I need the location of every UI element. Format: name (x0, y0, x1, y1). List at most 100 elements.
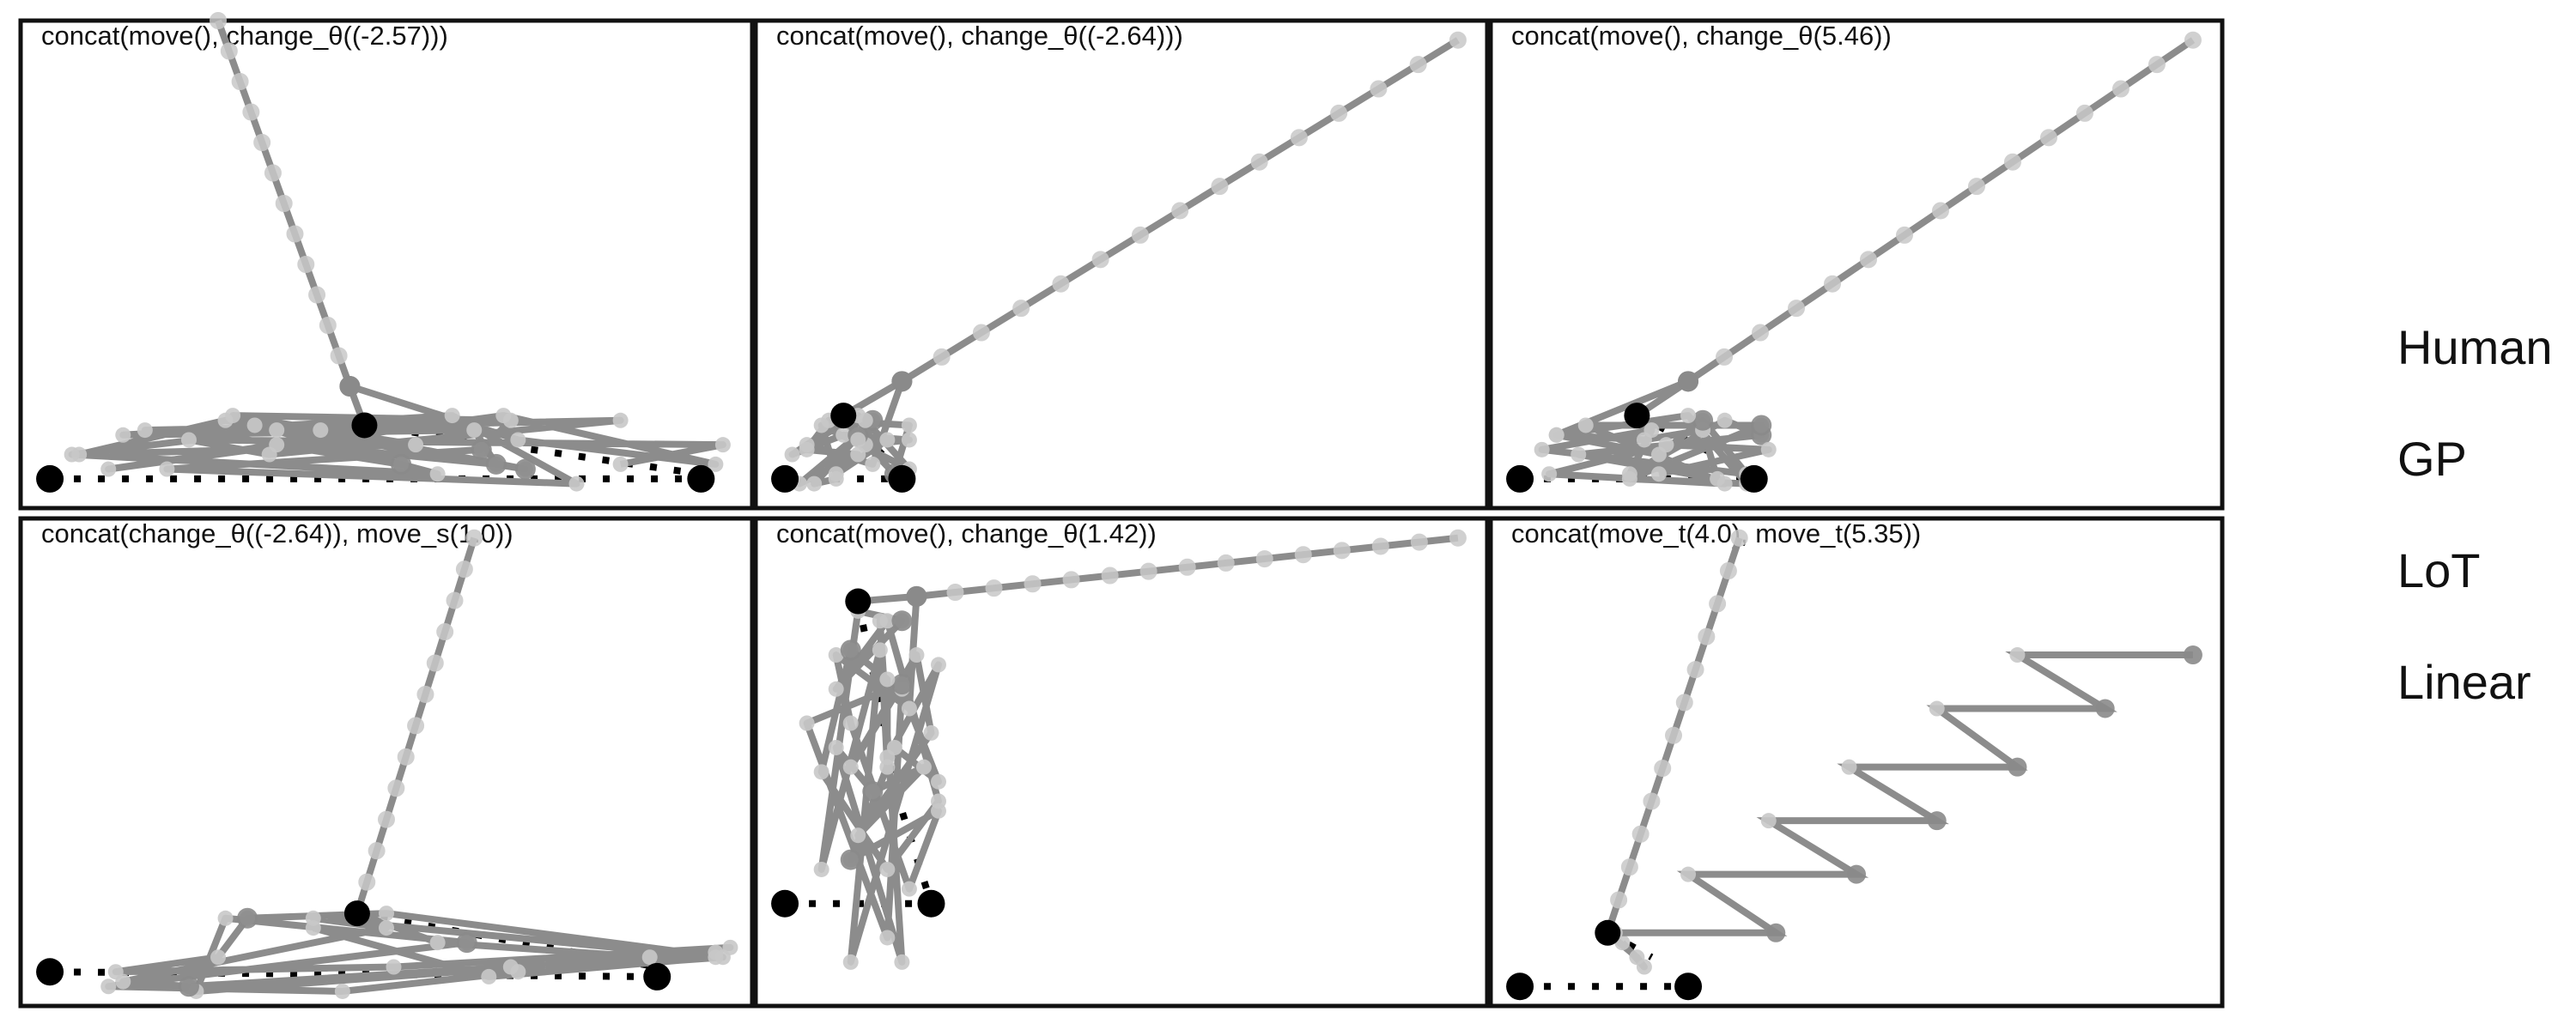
path-marker (1859, 251, 1877, 269)
path-marker (1847, 864, 1866, 884)
path-marker (269, 422, 285, 439)
path-marker (1654, 760, 1672, 778)
path-marker (828, 647, 844, 663)
path-marker (799, 715, 815, 731)
path-marker (879, 432, 896, 448)
human-dot (771, 464, 799, 493)
model-loop-path (68, 383, 726, 488)
legend-label-human: Human (2397, 320, 2553, 374)
path-marker (180, 432, 197, 448)
path-marker (1931, 202, 1949, 220)
path-marker (1643, 422, 1660, 439)
path-marker (865, 456, 881, 472)
path-marker (1217, 554, 1235, 572)
path-marker (510, 432, 526, 448)
path-marker (178, 976, 199, 997)
path-marker (253, 134, 271, 151)
path-marker (862, 781, 884, 803)
panel-1: concat(move(), change_θ((-2.57))) (18, 12, 755, 511)
path-marker (387, 779, 405, 797)
path-marker (444, 408, 460, 424)
path-marker (220, 42, 238, 60)
path-marker (1665, 726, 1682, 744)
human-dot (643, 962, 671, 991)
path-marker (612, 456, 629, 472)
path-marker (1621, 470, 1637, 487)
panel-title: concat(move(), change_θ((-2.57))) (41, 21, 448, 51)
path-marker (891, 674, 913, 695)
path-marker (908, 647, 925, 663)
path-marker (879, 749, 896, 766)
path-marker (931, 773, 946, 790)
panel-title: concat(move(), change_θ(1.42)) (776, 518, 1157, 548)
path-marker (813, 417, 829, 433)
panel-2: concat(move(), change_θ((-2.64))) (753, 18, 1490, 511)
path-marker (828, 739, 844, 755)
path-marker (879, 613, 896, 629)
path-marker (1052, 275, 1070, 293)
path-marker (1290, 129, 1308, 147)
path-marker (842, 759, 859, 775)
human-dot (351, 412, 378, 439)
path-marker (1250, 153, 1268, 171)
path-marker (714, 437, 731, 453)
path-marker (1631, 825, 1649, 843)
path-marker (901, 700, 917, 717)
path-marker (1678, 371, 1699, 392)
path-marker (2095, 699, 2115, 718)
path-marker (1650, 466, 1667, 482)
path-marker (1410, 533, 1428, 551)
path-marker (386, 959, 402, 975)
path-marker (806, 476, 823, 492)
panel-title: concat(move_t(4.0), move_t(5.35)) (1511, 518, 1921, 548)
panel-grid: concat(move(), change_θ((-2.57))) concat(… (18, 12, 2225, 1009)
human-dot (343, 900, 370, 927)
path-marker (891, 610, 913, 632)
path-marker (1610, 891, 1628, 909)
path-marker (708, 456, 724, 472)
panel-3: concat(move(), change_θ(5.46)) (1488, 18, 2225, 511)
path-marker (379, 920, 394, 936)
path-marker (799, 441, 815, 457)
path-marker (408, 437, 424, 453)
path-marker (1752, 324, 1770, 342)
path-marker (465, 529, 483, 547)
path-marker (1716, 348, 1734, 366)
path-marker (1698, 627, 1716, 645)
legend-label-linear: Linear (2397, 655, 2531, 709)
path-marker (923, 724, 939, 741)
path-marker (115, 427, 131, 443)
path-marker (641, 949, 658, 966)
path-marker (100, 978, 117, 995)
path-marker (1929, 700, 1945, 717)
path-marker (985, 579, 1003, 597)
path-marker (1927, 811, 1947, 831)
path-marker (407, 717, 425, 735)
path-marker (901, 881, 917, 897)
path-marker (1692, 409, 1714, 431)
human-dot (1595, 919, 1621, 946)
path-marker (286, 225, 304, 243)
path-marker (1449, 529, 1467, 547)
path-marker (368, 842, 386, 860)
path-marker (446, 591, 464, 609)
human-dot (917, 889, 945, 918)
path-marker (231, 73, 249, 90)
path-marker (1895, 226, 1913, 244)
path-marker (1680, 408, 1697, 424)
path-marker (1012, 300, 1030, 318)
path-marker (840, 639, 861, 661)
path-marker (456, 932, 477, 954)
path-marker (1330, 104, 1348, 122)
path-marker (71, 446, 88, 463)
path-marker (1091, 251, 1109, 269)
path-marker (568, 476, 585, 492)
path-marker (901, 417, 917, 433)
path-marker (514, 458, 536, 480)
human-dot (845, 588, 872, 615)
path-marker (842, 715, 859, 731)
human-dot (36, 464, 64, 493)
path-marker (2039, 129, 2057, 147)
path-marker (915, 759, 932, 775)
